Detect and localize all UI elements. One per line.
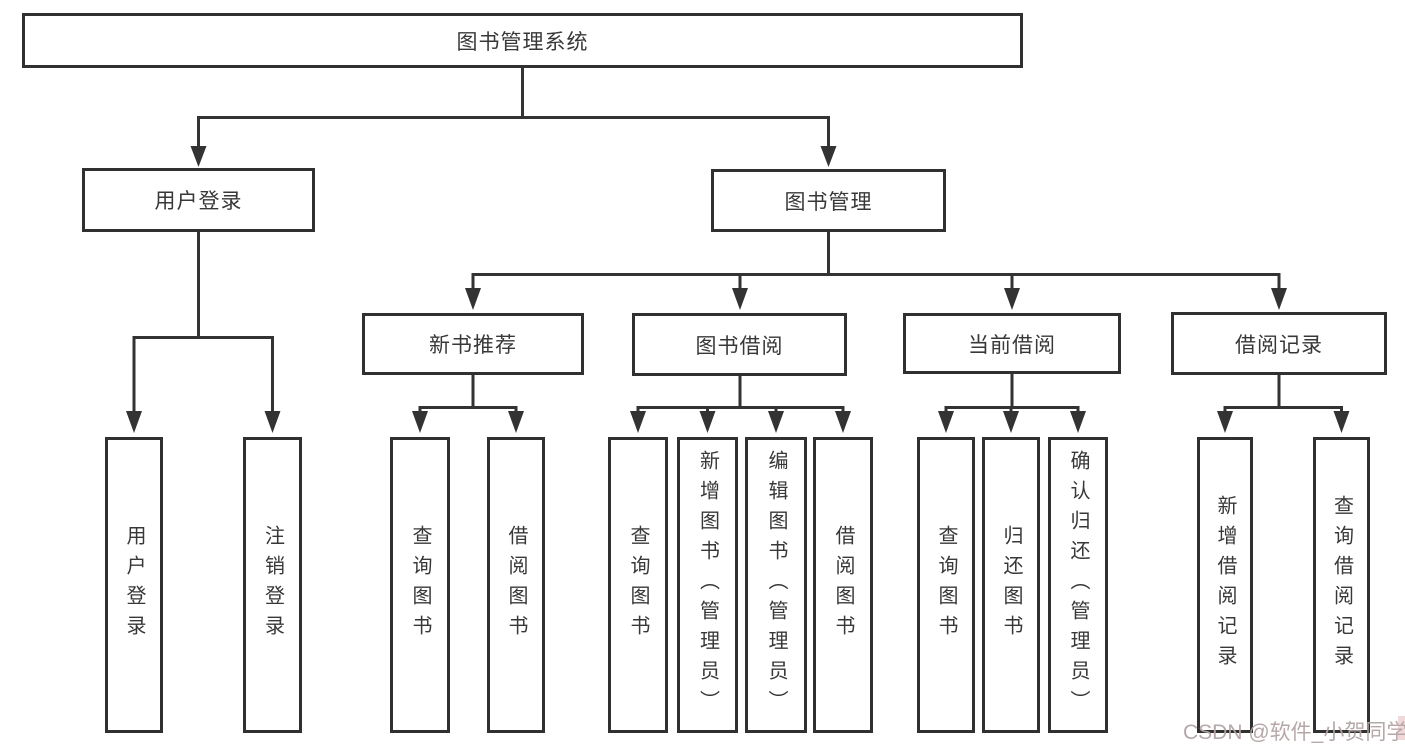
node-borrow-records-label: 借阅记录 bbox=[1235, 333, 1323, 357]
node-book-borrow-label: 图书借阅 bbox=[695, 334, 784, 358]
connector-new-book-to-leaves bbox=[418, 375, 518, 413]
arrowhead-down-icon bbox=[126, 411, 142, 433]
csdn-watermark-text: CSDN @软件_小贺同学 bbox=[1183, 721, 1405, 744]
arrowhead-down-icon bbox=[1004, 288, 1020, 310]
arrowhead-down-icon bbox=[732, 288, 748, 310]
arrowhead-down-icon bbox=[1271, 288, 1287, 310]
arrowhead-down-icon bbox=[412, 411, 428, 433]
arrowhead-down-icon bbox=[768, 411, 784, 433]
connector-book-borrow-to-leaves bbox=[636, 376, 845, 413]
node-book-borrow: 图书借阅 bbox=[632, 313, 847, 376]
arrowhead-down-icon bbox=[938, 411, 954, 433]
node-user-login-label: 用户登录 bbox=[154, 190, 243, 213]
csdn-watermark: CSDN @软件_小贺同学 bbox=[1183, 716, 1405, 746]
connector-current-borrow-to-leaves bbox=[944, 374, 1080, 413]
arrowhead-down-icon bbox=[1333, 411, 1350, 433]
node-new-book-recommend-label: 新书推荐 bbox=[429, 334, 517, 357]
connector-user-login-to-leaves bbox=[132, 232, 274, 413]
node-root-system-label: 图书管理系统 bbox=[456, 30, 589, 54]
node-current-borrow-label: 当前借阅 bbox=[968, 333, 1056, 357]
node-leaf-edit-book-admin: 编辑图书（管理员） bbox=[745, 437, 807, 733]
node-leaf-query-books-recommend-label: 查询图书 bbox=[409, 525, 431, 645]
node-leaf-confirm-return-admin: 确认归还（管理员） bbox=[1048, 437, 1108, 733]
node-leaf-return-books-label: 归还图书 bbox=[1000, 525, 1022, 645]
connector-book-management-to-level3 bbox=[471, 232, 1281, 289]
node-root-system: 图书管理系统 bbox=[22, 13, 1023, 68]
arrowhead-down-icon bbox=[508, 411, 524, 433]
node-leaf-query-borrow-record-label: 查询借阅记录 bbox=[1330, 495, 1353, 675]
connector-paths bbox=[132, 68, 1343, 413]
node-leaf-query-books-borrow: 查询图书 bbox=[608, 437, 668, 733]
node-leaf-borrow-books-recommend-label: 借阅图书 bbox=[505, 525, 527, 645]
node-leaf-logout-label: 注销登录 bbox=[261, 525, 284, 645]
arrowhead-down-icon bbox=[1217, 411, 1233, 433]
node-borrow-records: 借阅记录 bbox=[1171, 312, 1387, 375]
arrowhead-down-icon bbox=[465, 288, 481, 310]
node-leaf-add-book-admin: 新增图书（管理员） bbox=[677, 437, 738, 733]
node-leaf-borrow-books-label: 借阅图书 bbox=[832, 525, 854, 645]
node-leaf-return-books: 归还图书 bbox=[982, 437, 1040, 733]
arrowheads bbox=[126, 146, 1350, 433]
node-leaf-add-book-admin-label: 新增图书（管理员） bbox=[696, 450, 719, 720]
node-current-borrow: 当前借阅 bbox=[903, 313, 1121, 374]
node-leaf-edit-book-admin-label: 编辑图书（管理员） bbox=[765, 450, 787, 720]
arrowhead-down-icon bbox=[835, 411, 851, 433]
node-leaf-query-books-recommend: 查询图书 bbox=[390, 437, 450, 733]
node-leaf-logout: 注销登录 bbox=[243, 437, 302, 733]
node-leaf-add-borrow-record: 新增借阅记录 bbox=[1197, 437, 1253, 733]
node-leaf-confirm-return-admin-label: 确认归还（管理员） bbox=[1067, 450, 1089, 720]
arrowhead-down-icon bbox=[190, 146, 207, 167]
arrowhead-down-icon bbox=[699, 411, 716, 433]
arrowhead-down-icon bbox=[1070, 411, 1086, 433]
node-leaf-user-login: 用户登录 bbox=[105, 437, 163, 733]
node-new-book-recommend: 新书推荐 bbox=[362, 313, 584, 375]
node-leaf-user-login-label: 用户登录 bbox=[123, 525, 145, 645]
arrowhead-down-icon bbox=[264, 411, 281, 433]
node-leaf-borrow-books: 借阅图书 bbox=[813, 437, 873, 733]
node-user-login: 用户登录 bbox=[82, 168, 315, 232]
node-leaf-query-books-current-label: 查询图书 bbox=[935, 525, 957, 645]
arrowhead-down-icon bbox=[1003, 411, 1019, 433]
node-leaf-query-books-borrow-label: 查询图书 bbox=[627, 525, 649, 645]
arrowhead-down-icon bbox=[630, 411, 646, 433]
node-book-management-label: 图书管理 bbox=[784, 190, 873, 214]
node-leaf-add-borrow-record-label: 新增借阅记录 bbox=[1214, 495, 1236, 675]
node-leaf-query-borrow-record: 查询借阅记录 bbox=[1313, 437, 1370, 733]
connector-root-to-level2 bbox=[197, 68, 830, 148]
watermark-pink-strip bbox=[1398, 716, 1405, 740]
node-book-management: 图书管理 bbox=[711, 169, 946, 232]
connector-borrow-records-to-leaves bbox=[1223, 375, 1343, 413]
node-leaf-query-books-current: 查询图书 bbox=[917, 437, 975, 733]
node-leaf-borrow-books-recommend: 借阅图书 bbox=[487, 437, 545, 733]
arrowhead-down-icon bbox=[820, 146, 837, 167]
